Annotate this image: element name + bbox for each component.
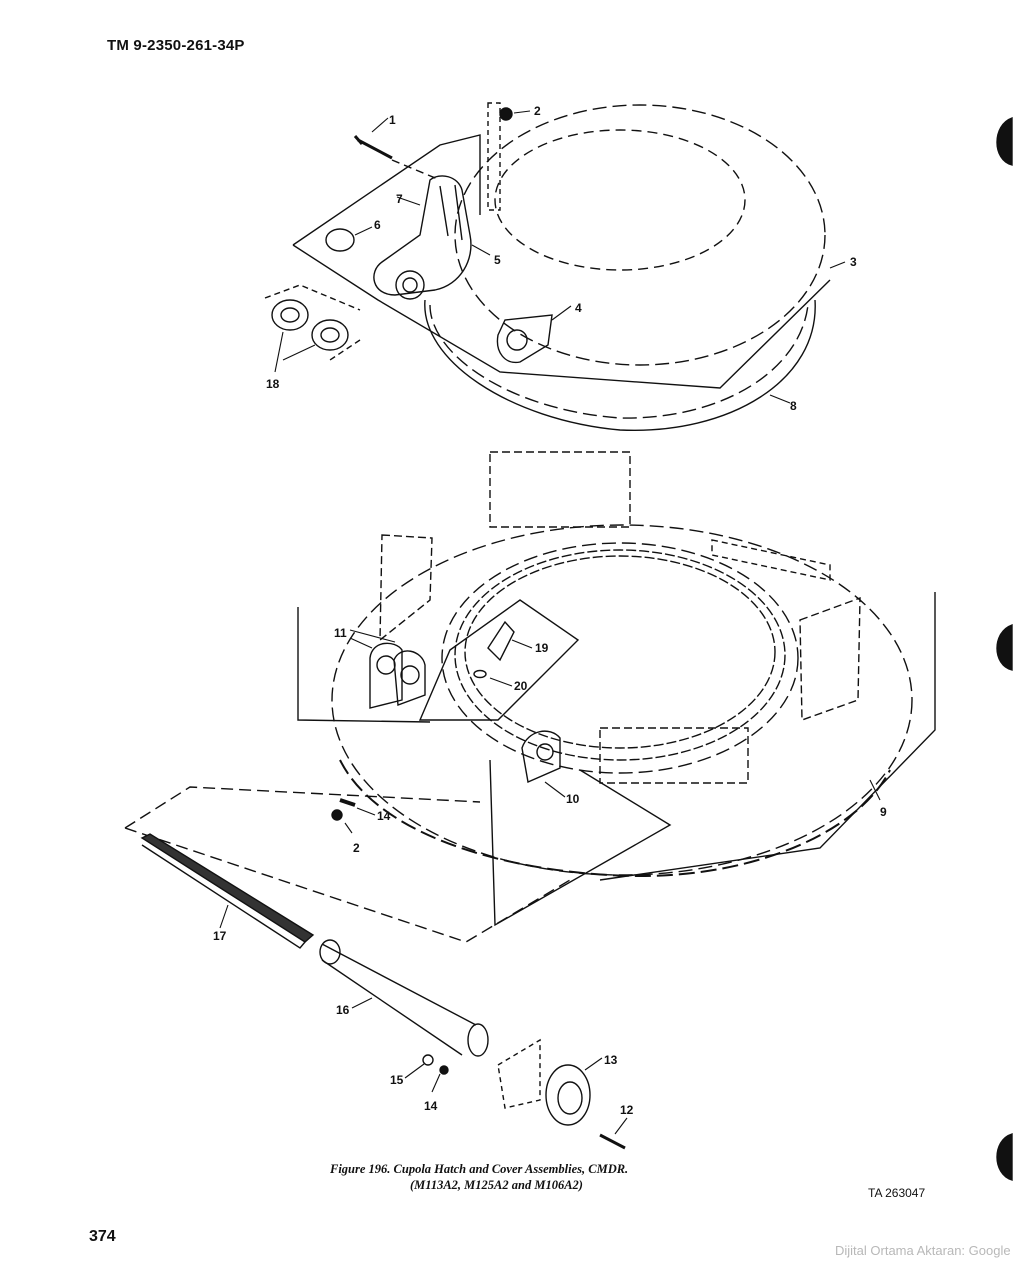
callout-14-lower: 14 <box>424 1099 438 1113</box>
callout-1: 1 <box>389 113 396 127</box>
callout-5: 5 <box>494 253 501 267</box>
washer-pair <box>264 284 361 361</box>
callout-16: 16 <box>336 1003 350 1017</box>
callout-2: 2 <box>534 104 541 118</box>
binder-hole <box>996 1133 1013 1181</box>
binder-hole <box>996 624 1013 671</box>
ta-number: TA 263047 <box>868 1186 926 1200</box>
callout-11: 11 <box>334 626 347 640</box>
callout-12: 12 <box>620 1103 634 1117</box>
callout-10: 10 <box>566 792 580 806</box>
callout-20: 20 <box>514 679 528 693</box>
binder-hole <box>996 117 1013 166</box>
callout-6: 6 <box>374 218 381 232</box>
callout-2-lower: 2 <box>353 841 360 855</box>
cupola-ring-assembly <box>297 451 936 927</box>
callout-3: 3 <box>850 255 857 269</box>
callout-18: 18 <box>266 377 280 391</box>
page-number: 374 <box>89 1228 116 1245</box>
callout-4: 4 <box>575 301 582 315</box>
callout-13: 13 <box>604 1053 618 1067</box>
figure-caption: Figure 196. Cupola Hatch and Cover Assem… <box>330 1161 750 1193</box>
callout-19: 19 <box>535 641 549 655</box>
callout-9: 9 <box>880 805 887 819</box>
callout-17: 17 <box>213 929 227 943</box>
hatch-cover-assembly <box>264 102 831 431</box>
document-id: TM 9-2350-261-34P <box>107 37 245 54</box>
callout-8: 8 <box>790 399 797 413</box>
callout-14-upper: 14 <box>377 809 391 823</box>
torsion-bar-assembly <box>124 786 626 1150</box>
callout-15: 15 <box>390 1073 404 1087</box>
caption-line-1: Figure 196. Cupola Hatch and Cover Assem… <box>330 1162 629 1176</box>
callout-7: 7 <box>396 192 403 206</box>
digitization-watermark: Dijital Ortama Aktaran: Google <box>835 1243 1011 1258</box>
caption-line-2: (M113A2, M125A2 and M106A2) <box>410 1178 583 1192</box>
callout-labels: 1 2 3 4 5 6 7 8 18 19 20 11 10 9 14 2 17… <box>213 104 887 1117</box>
